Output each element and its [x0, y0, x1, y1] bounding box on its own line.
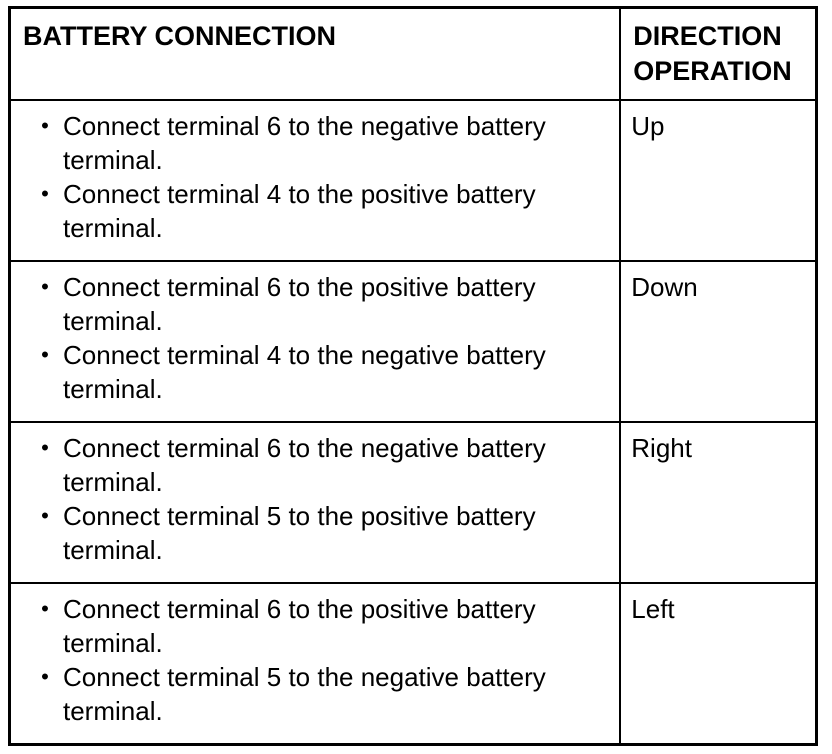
bullet-icon: • — [41, 596, 49, 621]
bullet-item: • Connect terminal 6 to the positive bat… — [27, 592, 613, 660]
bullet-icon: • — [41, 664, 49, 689]
table-row-down: • Connect terminal 6 to the positive bat… — [8, 260, 818, 423]
direction-cell: Left — [619, 582, 818, 745]
bullet-item: • Connect terminal 6 to the negative bat… — [27, 431, 613, 499]
bullet-icon: • — [41, 181, 49, 206]
table-row-up: • Connect terminal 6 to the negative bat… — [8, 99, 818, 262]
connection-text: Connect terminal 6 to the positive batte… — [63, 272, 536, 336]
bullet-item: • Connect terminal 5 to the positive bat… — [27, 499, 613, 567]
table-row-right: • Connect terminal 6 to the negative bat… — [8, 421, 818, 584]
bullet-icon: • — [41, 435, 49, 460]
connection-text: Connect terminal 6 to the negative batte… — [63, 111, 546, 175]
direction-cell: Down — [619, 260, 818, 423]
direction-cell: Right — [619, 421, 818, 584]
bullet-icon: • — [41, 503, 49, 528]
table-row-left: • Connect terminal 6 to the positive bat… — [8, 582, 818, 745]
connection-text: Connect terminal 4 to the positive batte… — [63, 179, 536, 243]
connection-cell: • Connect terminal 6 to the positive bat… — [8, 260, 622, 423]
connection-cell: • Connect terminal 6 to the positive bat… — [8, 582, 622, 745]
bullet-icon: • — [41, 274, 49, 299]
bullet-item: • Connect terminal 6 to the positive bat… — [27, 270, 613, 338]
direction-cell: Up — [619, 99, 818, 262]
connection-text: Connect terminal 6 to the positive batte… — [63, 594, 536, 658]
connection-cell: • Connect terminal 6 to the negative bat… — [8, 99, 622, 262]
header-direction-operation: DIRECTION OPERATION — [619, 6, 818, 101]
bullet-icon: • — [41, 113, 49, 138]
connection-text: Connect terminal 6 to the negative batte… — [63, 433, 546, 497]
connection-text: Connect terminal 4 to the negative batte… — [63, 340, 546, 404]
bullet-item: • Connect terminal 6 to the negative bat… — [27, 109, 613, 177]
bullet-item: • Connect terminal 4 to the positive bat… — [27, 177, 613, 245]
battery-direction-table: BATTERY CONNECTION DIRECTION OPERATION •… — [8, 6, 818, 746]
connection-text: Connect terminal 5 to the negative batte… — [63, 662, 546, 726]
connection-cell: • Connect terminal 6 to the negative bat… — [8, 421, 622, 584]
bullet-item: • Connect terminal 4 to the negative bat… — [27, 338, 613, 406]
connection-text: Connect terminal 5 to the positive batte… — [63, 501, 536, 565]
bullet-icon: • — [41, 342, 49, 367]
header-row: BATTERY CONNECTION DIRECTION OPERATION — [8, 6, 818, 101]
header-battery-connection: BATTERY CONNECTION — [8, 6, 622, 101]
bullet-item: • Connect terminal 5 to the negative bat… — [27, 660, 613, 728]
